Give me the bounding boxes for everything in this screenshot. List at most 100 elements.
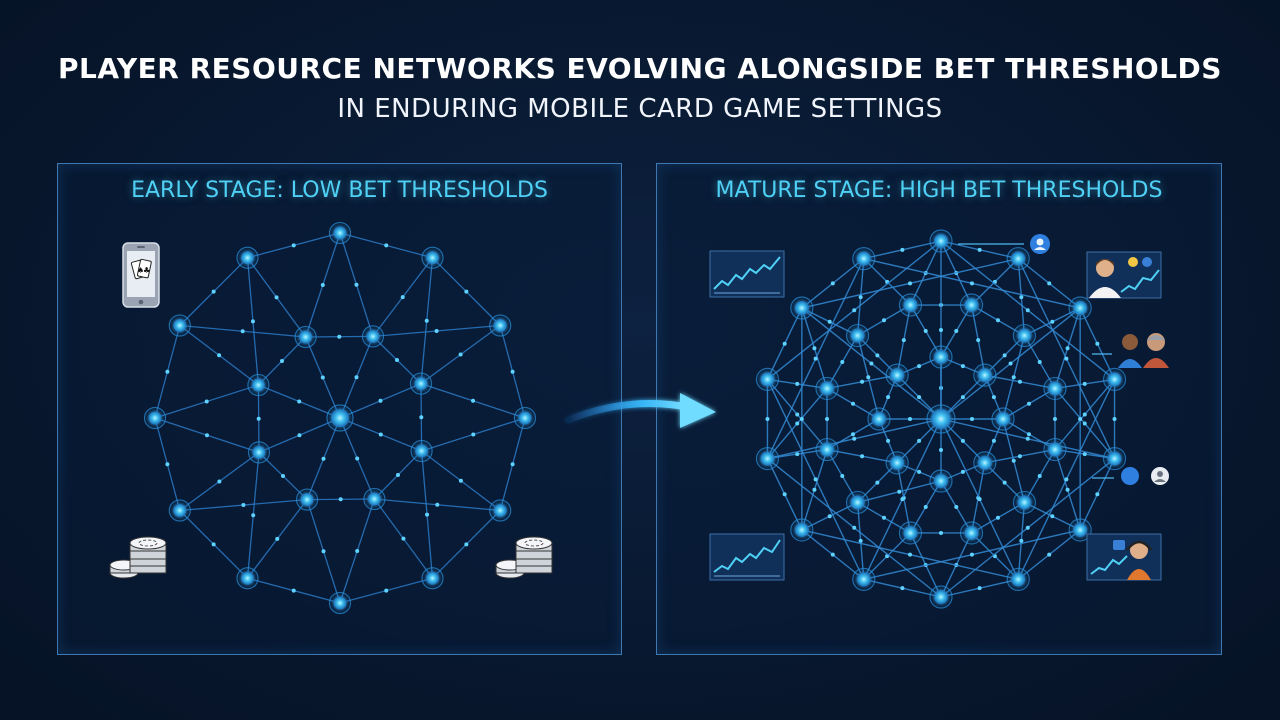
network-junction xyxy=(281,473,286,478)
connector-lines xyxy=(958,243,1114,479)
network-node-ring xyxy=(143,406,167,430)
network-junction xyxy=(917,364,922,369)
network-junction xyxy=(897,489,902,494)
network-junction xyxy=(355,549,360,554)
network-junction xyxy=(939,328,943,332)
network-node xyxy=(872,412,886,426)
network-node xyxy=(173,319,187,332)
network-junction xyxy=(471,398,476,403)
network-junction xyxy=(320,375,325,380)
network-junction xyxy=(991,395,996,400)
network-junction xyxy=(900,586,905,591)
network-junction xyxy=(256,416,261,421)
poker-chips-icon xyxy=(495,536,553,579)
network-node xyxy=(414,377,428,391)
network-junction xyxy=(882,318,887,323)
network-junction xyxy=(875,353,880,358)
network-junction xyxy=(204,433,209,438)
network-node-ring xyxy=(790,296,814,320)
network-junction xyxy=(250,319,255,324)
network-junction xyxy=(900,247,905,252)
chat-bubble-icon xyxy=(1030,234,1050,254)
network-node-ring xyxy=(929,229,953,253)
network-node-ring xyxy=(1043,376,1067,401)
network-junction xyxy=(969,281,974,286)
network-junction xyxy=(1025,308,1030,313)
network-junction xyxy=(240,329,245,334)
network-junction xyxy=(434,328,439,333)
network-junction xyxy=(977,497,982,502)
network-node-ring xyxy=(328,591,352,615)
network-node-ring xyxy=(1068,296,1092,320)
network-node xyxy=(856,251,871,266)
network-junction xyxy=(1011,375,1016,380)
network-junction xyxy=(1017,454,1022,459)
network-node-ring xyxy=(852,567,876,591)
network-junction xyxy=(860,454,865,459)
mature-stage-title: MATURE STAGE: HIGH BET THRESHOLDS xyxy=(715,178,1163,203)
network-junction xyxy=(274,295,279,300)
network-junction xyxy=(458,478,463,483)
network-junction xyxy=(882,515,887,520)
network-junction xyxy=(923,329,928,334)
network-node xyxy=(251,378,265,392)
network-junction xyxy=(976,338,981,343)
network-junction xyxy=(795,412,800,417)
network-junction xyxy=(960,395,965,400)
network-node-ring xyxy=(929,345,953,369)
network-junction xyxy=(217,479,222,484)
network-node xyxy=(996,412,1010,426)
network-junction xyxy=(851,401,856,406)
network-node xyxy=(1107,372,1122,387)
network-junction xyxy=(917,395,922,400)
network-junction xyxy=(378,432,383,437)
network-node xyxy=(415,444,429,458)
network-node-ring xyxy=(959,521,984,545)
network-junction xyxy=(917,469,922,474)
network-node xyxy=(1047,442,1062,457)
network-junction xyxy=(830,281,835,286)
network-node xyxy=(1073,301,1088,316)
player-avatar-icon xyxy=(1086,251,1162,299)
network-junction xyxy=(354,282,359,287)
early-stage-title: EARLY STAGE: LOW BET THRESHOLDS xyxy=(131,178,548,203)
network-junction xyxy=(1017,379,1022,384)
network-node-ring xyxy=(815,376,839,401)
network-junction xyxy=(471,432,476,437)
network-junction xyxy=(1095,341,1100,346)
network-junction xyxy=(917,438,922,443)
network-node-ring xyxy=(929,585,953,609)
growth-chart-icon xyxy=(709,533,785,581)
network-node xyxy=(760,372,775,387)
network-junction xyxy=(378,398,383,403)
network-junction xyxy=(435,502,440,507)
network-node xyxy=(1017,495,1032,510)
network-junction xyxy=(320,282,325,287)
network-junction xyxy=(1050,514,1055,519)
network-junction xyxy=(860,379,865,384)
network-junction xyxy=(852,436,857,441)
network-node-ring xyxy=(1012,490,1037,515)
network-node xyxy=(890,455,905,470)
network-junction xyxy=(280,359,285,364)
network-junction xyxy=(852,525,857,530)
network-junction xyxy=(1052,417,1057,421)
network-node xyxy=(890,368,905,383)
network-node-ring xyxy=(845,323,870,348)
network-junction xyxy=(813,356,818,361)
network-junction xyxy=(765,417,770,421)
player-avatar-icon xyxy=(1086,533,1162,581)
network-node-ring xyxy=(236,567,259,590)
network-node-ring xyxy=(1068,518,1092,542)
network-junction xyxy=(858,538,863,543)
smartphone-cards-icon: ♠ ♣ xyxy=(122,242,160,308)
network-node xyxy=(333,226,347,240)
network-junction xyxy=(795,421,800,426)
network-node-ring xyxy=(410,439,433,463)
network-junction xyxy=(939,448,943,452)
network-junction xyxy=(424,318,429,323)
network-junction xyxy=(812,487,817,492)
network-node xyxy=(300,493,314,507)
network-node xyxy=(903,298,918,313)
network-junction xyxy=(869,361,874,366)
